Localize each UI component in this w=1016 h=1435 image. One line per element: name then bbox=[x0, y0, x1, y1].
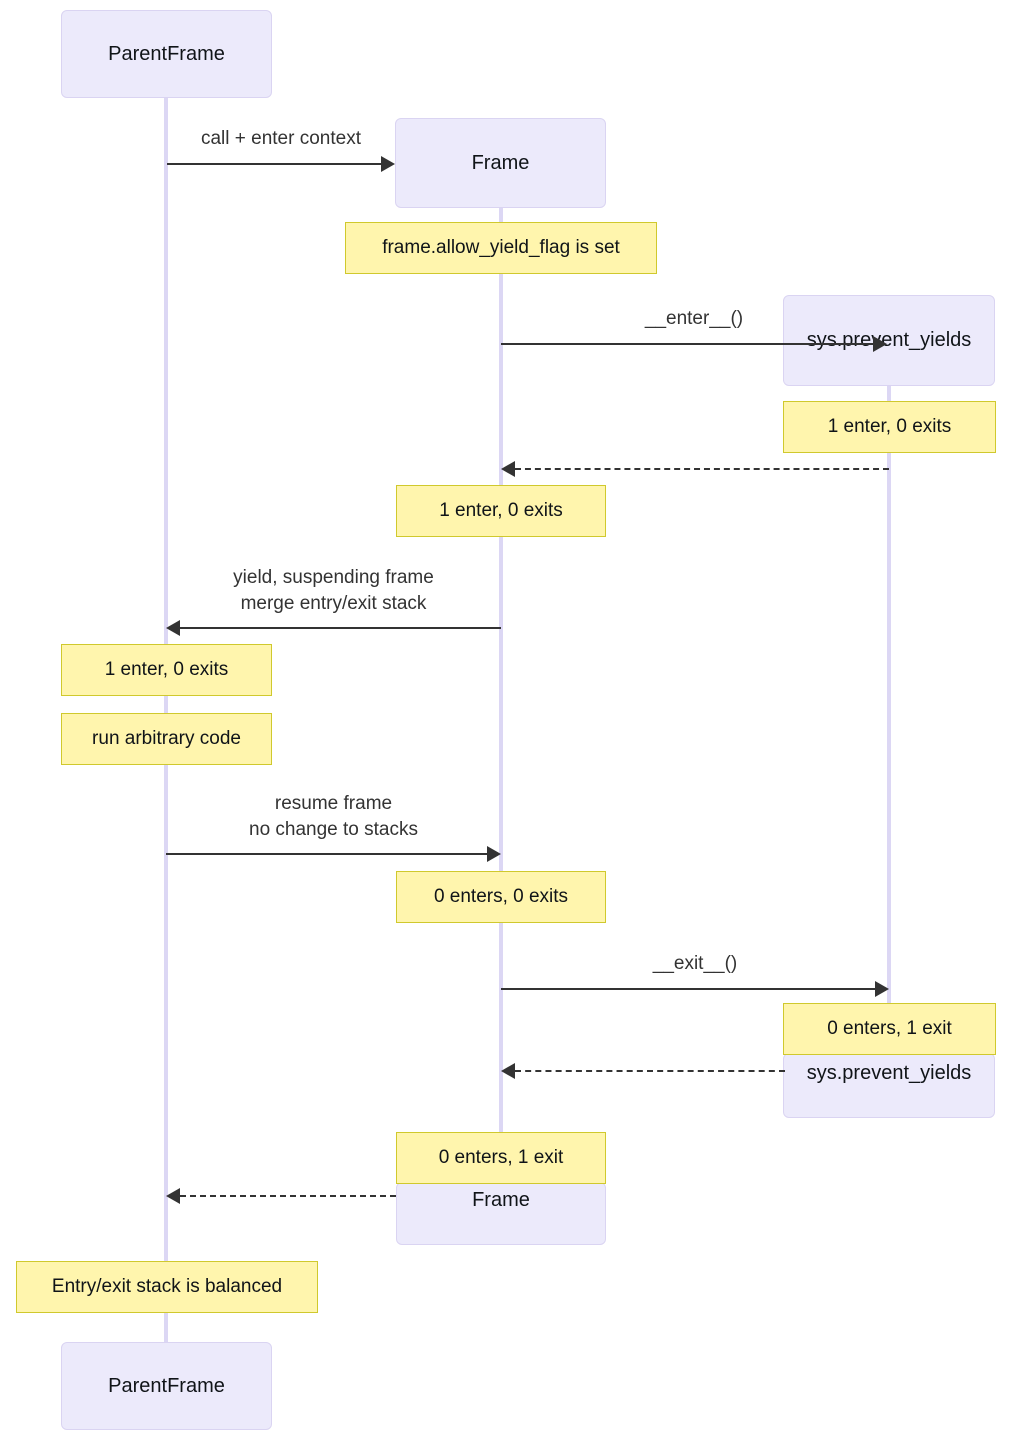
message-label-yield-suspend: yield, suspending frame merge entry/exit … bbox=[166, 565, 501, 617]
actor-frame-top[interactable]: Frame bbox=[395, 118, 606, 208]
arrowhead-right-icon bbox=[873, 336, 887, 352]
note-text: 1 enter, 0 exits bbox=[439, 500, 563, 521]
message-line bbox=[515, 468, 889, 470]
message-line bbox=[167, 163, 381, 165]
note-run-arbitrary-code: run arbitrary code bbox=[61, 713, 272, 765]
actor-sys-prevent-yields-top-label: sys.prevent_yields bbox=[806, 329, 972, 351]
note-text: frame.allow_yield_flag is set bbox=[382, 237, 620, 258]
actor-parentframe-top-label: ParentFrame bbox=[108, 42, 225, 65]
actor-parentframe-top[interactable]: ParentFrame bbox=[61, 10, 272, 98]
actor-sys-prevent-yields-top[interactable]: sys.prevent_yields bbox=[783, 295, 995, 386]
message-label-exit-call: __exit__() bbox=[652, 953, 738, 974]
message-label-call-enter-context: call + enter context bbox=[200, 128, 361, 149]
message-line bbox=[180, 627, 501, 629]
message-line bbox=[501, 343, 873, 345]
actor-sys-prevent-yields-bottom-label: sys.prevent_yields bbox=[806, 1062, 972, 1084]
arrowhead-right-icon bbox=[487, 846, 501, 862]
note-text: 1 enter, 0 exits bbox=[104, 659, 229, 680]
note-text: 1 enter, 0 exits bbox=[827, 416, 952, 437]
actor-parentframe-bottom[interactable]: ParentFrame bbox=[61, 1342, 272, 1430]
message-label-line1: yield, suspending frame bbox=[233, 567, 434, 588]
message-line bbox=[515, 1070, 785, 1072]
message-line bbox=[180, 1195, 396, 1197]
note-text: 0 enters, 1 exit bbox=[827, 1018, 952, 1039]
arrowhead-left-icon bbox=[501, 461, 515, 477]
arrowhead-left-icon bbox=[166, 620, 180, 636]
note-text: 0 enters, 0 exits bbox=[433, 886, 569, 907]
lifeline-sys-prevent-yields bbox=[887, 386, 891, 1056]
note-sys-1-enter-0-exits: 1 enter, 0 exits bbox=[783, 401, 996, 453]
message-label-line2: no change to stacks bbox=[249, 819, 418, 840]
arrowhead-left-icon bbox=[501, 1063, 515, 1079]
lifeline-frame bbox=[499, 208, 503, 1184]
note-allow-yield-flag: frame.allow_yield_flag is set bbox=[345, 222, 657, 274]
actor-sys-prevent-yields-bottom[interactable]: sys.prevent_yields bbox=[783, 1053, 995, 1118]
message-label-line1: resume frame bbox=[274, 793, 393, 814]
message-label-line2: merge entry/exit stack bbox=[240, 593, 427, 614]
actor-frame-bottom[interactable]: Frame bbox=[396, 1182, 606, 1245]
actor-frame-bottom-label: Frame bbox=[472, 1189, 530, 1211]
arrowhead-right-icon bbox=[381, 156, 395, 172]
note-frame-0-enters-1-exit: 0 enters, 1 exit bbox=[396, 1132, 606, 1184]
actor-parentframe-bottom-label: ParentFrame bbox=[108, 1374, 225, 1397]
note-stack-balanced: Entry/exit stack is balanced bbox=[16, 1261, 318, 1313]
note-frame-1-enter-0-exits: 1 enter, 0 exits bbox=[396, 485, 606, 537]
note-text: Entry/exit stack is balanced bbox=[51, 1276, 283, 1297]
message-line bbox=[166, 853, 487, 855]
note-frame-0-enters-0-exits: 0 enters, 0 exits bbox=[396, 871, 606, 923]
note-sys-0-enters-1-exit: 0 enters, 1 exit bbox=[783, 1003, 996, 1055]
arrowhead-left-icon bbox=[166, 1188, 180, 1204]
note-text: run arbitrary code bbox=[92, 728, 241, 749]
arrowhead-right-icon bbox=[875, 981, 889, 997]
actor-frame-top-label: Frame bbox=[471, 151, 530, 174]
note-text: 0 enters, 1 exit bbox=[438, 1147, 564, 1168]
message-label-enter-call: __enter__() bbox=[644, 308, 744, 329]
note-parent-1-enter-0-exits: 1 enter, 0 exits bbox=[61, 644, 272, 696]
message-line bbox=[501, 988, 875, 990]
message-label-resume-frame: resume frame no change to stacks bbox=[166, 791, 501, 843]
